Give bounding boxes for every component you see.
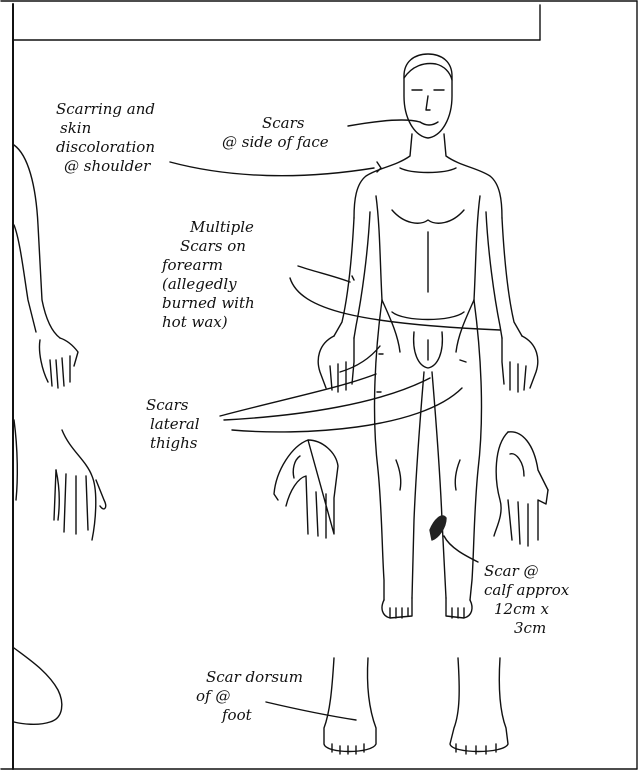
- annotation-shoulder: Scarring and skin discoloration @ should…: [56, 100, 155, 176]
- annotation-line: hot wax): [162, 313, 255, 332]
- annotation-line: burned with: [162, 294, 255, 313]
- annotation-line: foot: [196, 706, 303, 725]
- annotation-line: Scarring and: [56, 100, 155, 119]
- annotation-line: Multiple: [162, 218, 255, 237]
- annotation-line: 3cm: [484, 619, 569, 638]
- annotation-face: Scars @ side of face: [222, 114, 329, 152]
- annotation-line: calf approx: [484, 581, 569, 600]
- annotation-line: forearm: [162, 256, 255, 275]
- annotation-line: (allegedly: [162, 275, 255, 294]
- center-left-hand-outline: [274, 440, 338, 538]
- annotation-line: Scars: [222, 114, 329, 133]
- annotation-foot: Scar dorsum of @ foot: [196, 668, 303, 725]
- annotation-calf: Scar @ calf approx 12cm x 3cm: [484, 562, 569, 638]
- annotation-line: thighs: [146, 434, 200, 453]
- lower-feet-outline: [324, 658, 508, 754]
- annotation-line: Scar dorsum: [196, 668, 303, 687]
- annotation-line: 12cm x: [484, 600, 569, 619]
- annotation-forearm: Multiple Scars on forearm (allegedly bur…: [162, 218, 255, 332]
- annotation-line: Scars: [146, 396, 200, 415]
- annotation-line: @ side of face: [222, 133, 329, 152]
- left-figure-outline: [14, 145, 106, 724]
- right-hand-outline: [494, 432, 548, 546]
- annotation-line: lateral: [146, 415, 200, 434]
- front-figure-outline: [318, 54, 538, 618]
- annotation-line: of @: [196, 687, 303, 706]
- annotation-line: Scars on: [162, 237, 255, 256]
- annotation-line: discoloration: [56, 138, 155, 157]
- annotation-line: skin: [56, 119, 155, 138]
- annotation-leaders: [170, 120, 500, 720]
- annotation-line: @ shoulder: [56, 157, 155, 176]
- annotation-line: Scar @: [484, 562, 569, 581]
- annotation-thighs: Scars lateral thighs: [146, 396, 200, 453]
